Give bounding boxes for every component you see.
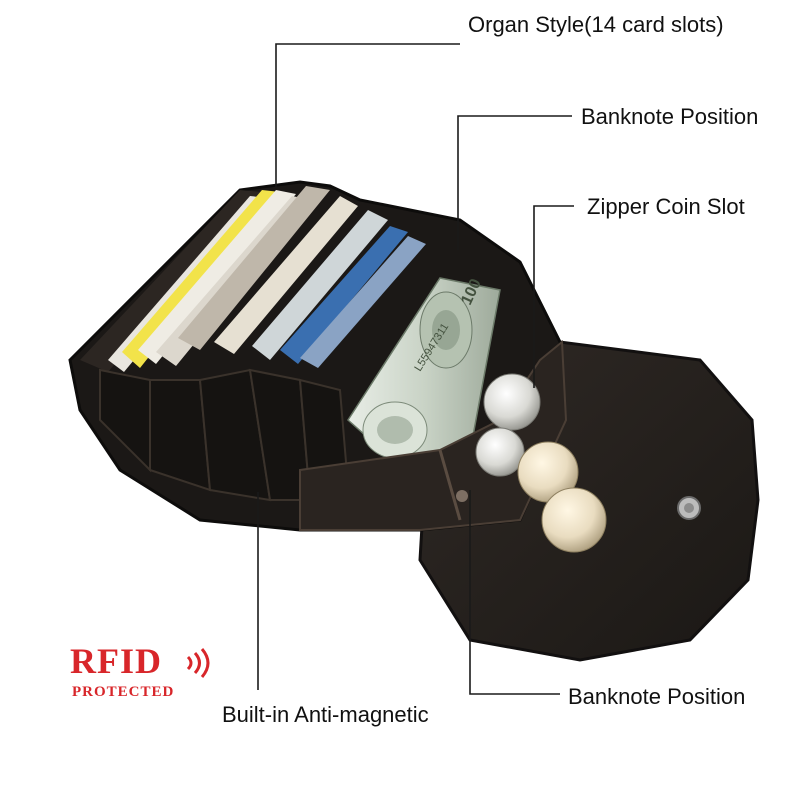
- coin: [475, 427, 525, 477]
- card: [138, 190, 296, 364]
- callout-lines: [257, 43, 574, 695]
- card: [214, 196, 358, 354]
- rfid-signal-icon: [186, 648, 210, 678]
- callout-organ-style: Organ Style(14 card slots): [468, 12, 724, 37]
- card: [300, 236, 426, 368]
- zipper-coin-pouch: [299, 339, 568, 531]
- card: [280, 226, 408, 364]
- callout-anti-magnetic: Built-in Anti-magnetic: [222, 702, 429, 727]
- zipper-pull: [456, 490, 468, 502]
- card: [252, 210, 388, 360]
- accordion-pleats: [99, 368, 352, 512]
- coin: [541, 487, 607, 553]
- coin: [483, 373, 541, 431]
- callout-banknote-position-bottom: Banknote Position: [568, 684, 746, 709]
- rfid-protected-label: PROTECTED: [72, 684, 175, 700]
- callout-banknote-position-top: Banknote Position: [581, 104, 759, 129]
- card: [178, 186, 330, 350]
- callout-zipper-coin-slot: Zipper Coin Slot: [587, 194, 745, 219]
- coins: [475, 373, 607, 553]
- rfid-word: RFID: [70, 641, 162, 681]
- card-stack: [108, 186, 426, 372]
- rfid-badge: RFID PROTECTED: [70, 640, 220, 706]
- rolled-banknote: L55947311 100: [347, 276, 501, 467]
